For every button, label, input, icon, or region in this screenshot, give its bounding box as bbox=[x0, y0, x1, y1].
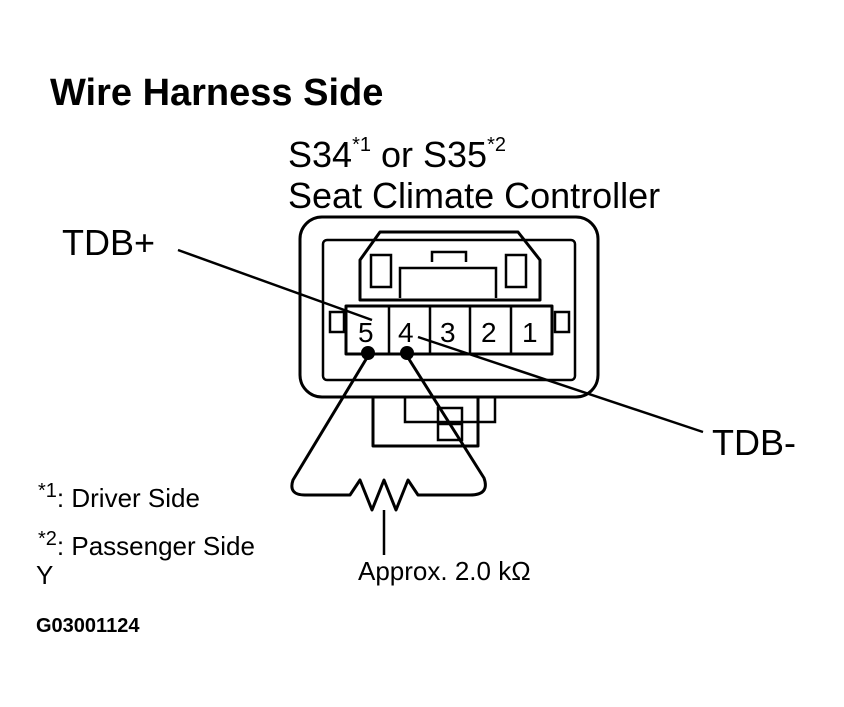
pin-label: 3 bbox=[440, 317, 456, 348]
probe-point-pin5 bbox=[361, 346, 375, 360]
lock-tab-notch bbox=[430, 250, 468, 262]
probe-point-pin4 bbox=[400, 346, 414, 360]
footnote-text: : Passenger Side bbox=[57, 531, 255, 561]
label-tdb-plus: TDB+ bbox=[62, 222, 155, 263]
housing-inner bbox=[321, 238, 577, 382]
resistance-value: Approx. 2.0 kΩ bbox=[358, 556, 531, 586]
connector-mark-b: *2 bbox=[487, 134, 506, 156]
bottom-key-inner bbox=[403, 397, 497, 424]
diagram-title: Wire Harness Side bbox=[50, 72, 383, 114]
pin-label: 1 bbox=[522, 317, 538, 348]
lock-slot-right bbox=[504, 253, 528, 289]
footnote-driver: *1: Driver Side bbox=[38, 480, 200, 513]
figure-code: G03001124 bbox=[36, 615, 140, 637]
lock-tab-inner bbox=[398, 266, 498, 298]
connector-name: Seat Climate Controller bbox=[288, 175, 660, 216]
leader-line-tdb-plus bbox=[177, 248, 373, 322]
guide-left bbox=[328, 310, 346, 334]
pin-label: 2 bbox=[481, 317, 497, 348]
ohmmeter-loop bbox=[290, 354, 487, 512]
connector-conjunction: or bbox=[381, 134, 413, 175]
lock-tab bbox=[358, 230, 542, 302]
connector-id-a: S34 bbox=[288, 134, 352, 175]
guide-right bbox=[553, 310, 571, 334]
connector-mark-a: *1 bbox=[352, 134, 371, 156]
footnote-mark: *2 bbox=[38, 528, 57, 550]
pin-block-outline bbox=[344, 304, 554, 356]
footnote-mark: *1 bbox=[38, 480, 57, 502]
pin-label: 5 bbox=[358, 317, 374, 348]
label-tdb-minus: TDB- bbox=[712, 422, 796, 463]
pin-block: 5 4 3 2 1 bbox=[344, 304, 554, 356]
housing-outline bbox=[298, 215, 600, 399]
symbol-y: Y bbox=[36, 560, 53, 590]
connector-id-line: S34*1 or S35*2 bbox=[288, 134, 506, 175]
pin-label: 4 bbox=[398, 317, 414, 348]
lock-slot-left bbox=[369, 253, 393, 289]
footnote-text: : Driver Side bbox=[57, 483, 200, 513]
bottom-key-slot bbox=[436, 406, 464, 442]
footnote-passenger: *2: Passenger Side bbox=[38, 528, 255, 561]
connector-id-b: S35 bbox=[423, 134, 487, 175]
leader-line-tdb-minus bbox=[417, 335, 704, 434]
